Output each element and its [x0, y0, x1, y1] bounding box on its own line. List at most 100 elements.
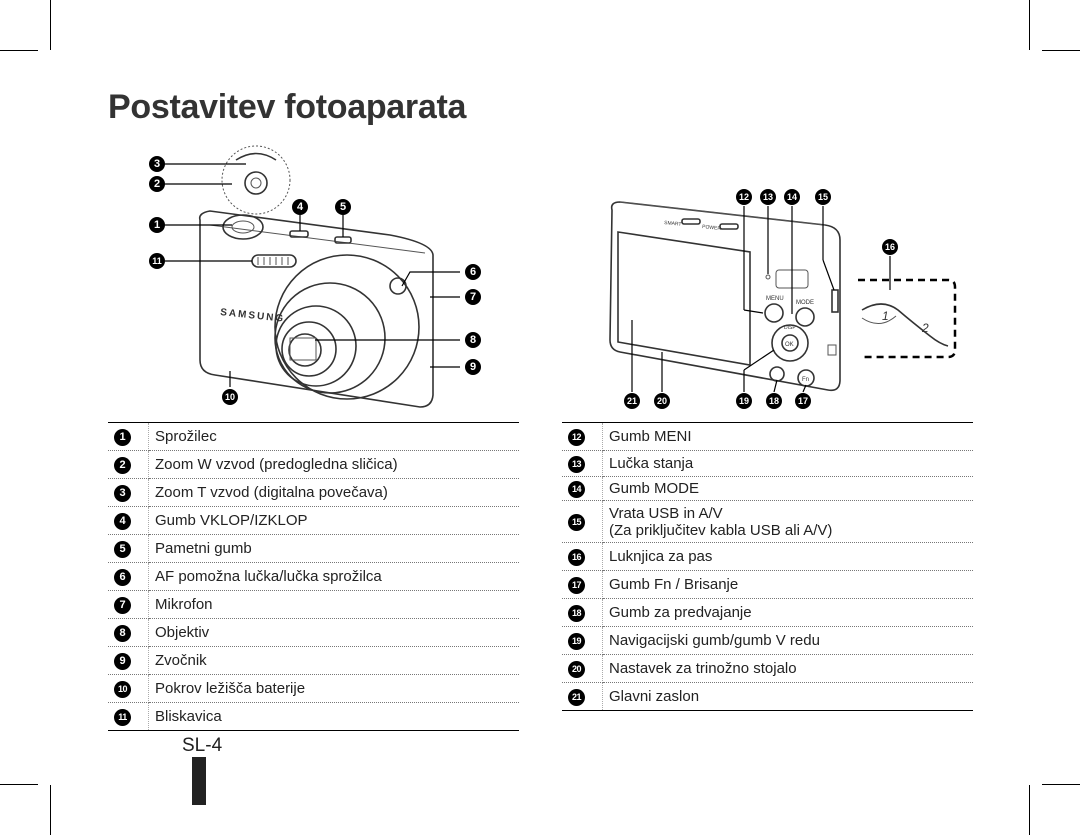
table-row: 1 Sprožilec	[108, 422, 519, 451]
part-number: 19	[568, 633, 585, 650]
camera-back-figure: SMART POWER MENU MODE OK DISP Fn 1 2 12 …	[609, 189, 957, 409]
part-label: AF pomožna lučka/lučka sprožilca	[148, 562, 519, 591]
callout-2: 2	[149, 176, 165, 192]
callout-9: 9	[465, 359, 481, 375]
table-row: 8 Objektiv	[108, 618, 519, 647]
callout-1: 1	[149, 217, 165, 233]
svg-text:16: 16	[885, 242, 895, 252]
part-number: 15	[568, 514, 585, 531]
svg-text:MENU: MENU	[766, 296, 784, 302]
crop-mark	[50, 0, 51, 50]
svg-text:1: 1	[882, 309, 889, 323]
part-label: Navigacijski gumb/gumb V redu	[602, 626, 973, 655]
table-row: 17 Gumb Fn / Brisanje	[562, 570, 973, 599]
callout-15: 15	[815, 189, 831, 205]
part-number: 12	[568, 429, 585, 446]
callout-17: 17	[795, 393, 811, 409]
callout-18: 18	[766, 393, 782, 409]
svg-text:3: 3	[154, 158, 160, 170]
callout-5: 5	[335, 199, 351, 215]
page-title: Postavitev fotoaparata	[108, 88, 467, 126]
part-number: 11	[114, 709, 131, 726]
part-label: Gumb Fn / Brisanje	[602, 570, 973, 599]
part-number: 1	[114, 429, 131, 446]
part-number: 7	[114, 597, 131, 614]
svg-text:17: 17	[798, 396, 808, 406]
table-row: 10 Pokrov ležišča baterije	[108, 674, 519, 703]
part-number: 21	[568, 689, 585, 706]
part-label-note: (Za priključitev kabla USB ali A/V)	[609, 521, 833, 539]
callout-12: 12	[736, 189, 752, 205]
part-label: Zvočnik	[148, 646, 519, 675]
svg-text:19: 19	[739, 396, 749, 406]
part-number: 3	[114, 485, 131, 502]
part-label: Zoom T vzvod (digitalna povečava)	[148, 478, 519, 507]
crop-mark	[1029, 785, 1030, 835]
svg-text:11: 11	[152, 256, 162, 266]
part-label: Gumb VKLOP/IZKLOP	[148, 506, 519, 535]
table-row: 11 Bliskavica	[108, 702, 519, 731]
part-label: Bliskavica	[155, 708, 222, 725]
part-number: 2	[114, 457, 131, 474]
part-number: 17	[568, 577, 585, 594]
svg-text:5: 5	[340, 201, 346, 213]
table-row: 12 Gumb MENI	[562, 422, 973, 451]
table-row: 3 Zoom T vzvod (digitalna povečava)	[108, 478, 519, 507]
callout-4: 4	[292, 199, 308, 215]
callout-13: 13	[760, 189, 776, 205]
part-label: Glavni zaslon	[609, 688, 700, 705]
svg-text:1: 1	[154, 219, 160, 231]
svg-text:DISP: DISP	[784, 325, 796, 331]
svg-text:2: 2	[154, 178, 160, 190]
crop-mark	[1042, 784, 1080, 785]
part-label: Mikrofon	[148, 590, 519, 619]
callout-20: 20	[654, 393, 670, 409]
table-row: 2 Zoom W vzvod (predogledna sličica)	[108, 450, 519, 479]
crop-mark	[1029, 0, 1030, 50]
svg-text:MODE: MODE	[796, 300, 814, 306]
part-label: Zoom W vzvod (predogledna sličica)	[148, 450, 519, 479]
crop-mark	[0, 50, 38, 51]
callout-11: 11	[149, 253, 165, 269]
part-number: 9	[114, 653, 131, 670]
svg-text:POWER: POWER	[702, 224, 722, 232]
part-label: Gumb MENI	[602, 422, 973, 451]
part-label: Pametni gumb	[148, 534, 519, 563]
part-label: Objektiv	[148, 618, 519, 647]
part-number: 18	[568, 605, 585, 622]
part-label: Nastavek za trinožno stojalo	[602, 654, 973, 683]
table-row: 21 Glavni zaslon	[562, 682, 973, 711]
parts-table-left: 1 Sprožilec 2 Zoom W vzvod (predogledna sl…	[108, 422, 519, 731]
part-number: 8	[114, 625, 131, 642]
svg-text:7: 7	[470, 291, 476, 303]
part-label: Gumb MODE	[602, 476, 973, 501]
part-number: 10	[114, 681, 131, 698]
svg-text:10: 10	[225, 392, 235, 402]
crop-mark	[0, 784, 38, 785]
crop-mark	[1042, 50, 1080, 51]
part-label: Pokrov ležišča baterije	[148, 674, 519, 703]
section-tab-marker	[192, 757, 206, 805]
table-row: 9 Zvočnik	[108, 646, 519, 675]
svg-text:2: 2	[921, 321, 929, 335]
svg-text:18: 18	[769, 396, 779, 406]
svg-text:6: 6	[470, 266, 476, 278]
svg-text:15: 15	[818, 192, 828, 202]
callout-6: 6	[465, 264, 481, 280]
callout-8: 8	[465, 332, 481, 348]
part-label: Sprožilec	[148, 422, 519, 451]
part-label: Luknjica za pas	[602, 542, 973, 571]
callout-10: 10	[222, 389, 238, 405]
page-number: SL-4	[182, 735, 223, 756]
svg-text:20: 20	[657, 396, 667, 406]
svg-text:14: 14	[787, 192, 797, 202]
table-row: 19 Navigacijski gumb/gumb V redu	[562, 626, 973, 655]
